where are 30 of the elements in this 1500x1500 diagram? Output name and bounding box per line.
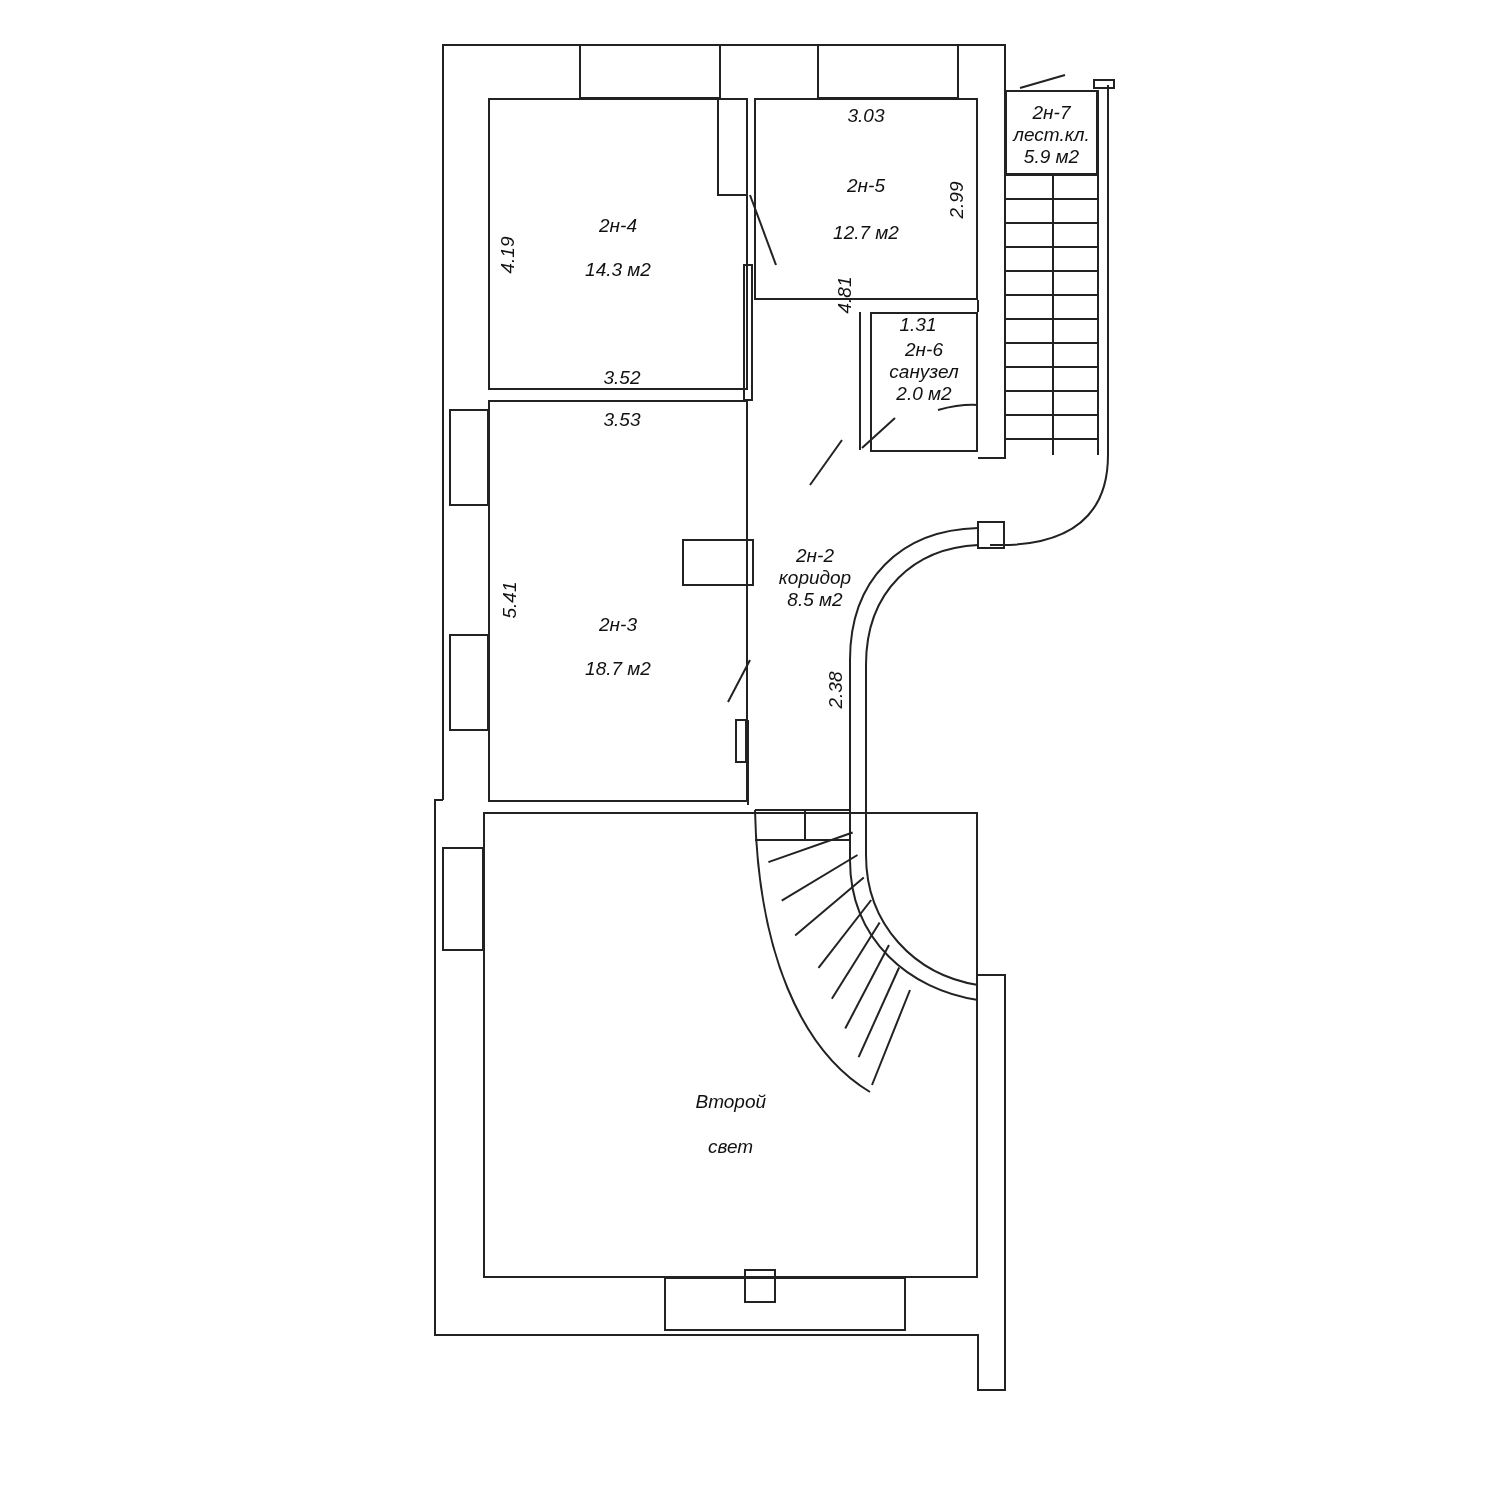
room-number: 2н-6: [905, 339, 943, 361]
room-name: санузел: [889, 361, 959, 383]
room-outline: [483, 812, 978, 1278]
room-outline: [870, 312, 978, 452]
room-outline: [488, 400, 748, 802]
room-number: 2н-5: [847, 175, 885, 197]
dimension-label: 4.81: [835, 276, 855, 314]
room-outline: [1005, 90, 1098, 175]
dimension-label: 3.03: [847, 106, 885, 126]
area-label: 5.9 м2: [1023, 146, 1080, 168]
room-number: 2н-4: [599, 215, 637, 237]
area-label: 18.7 м2: [585, 658, 651, 680]
dimension-label: 2.99: [947, 181, 967, 219]
dimension-label: 1.31: [899, 315, 937, 335]
dimension-label: 3.53: [603, 410, 641, 430]
room-name: Второй свет: [695, 1090, 766, 1159]
room-number: 2н-2: [796, 545, 834, 567]
dimension-label: 3.52: [603, 368, 641, 388]
area-label: 12.7 м2: [833, 222, 899, 244]
room-number: 2н-3: [599, 614, 637, 636]
dimension-label: 5.41: [500, 581, 520, 619]
area-label: 8.5 м2: [787, 589, 843, 611]
dimension-label: 2.38: [826, 671, 846, 709]
room-name: коридор: [778, 567, 852, 589]
room-number: 2н-7: [1032, 102, 1071, 124]
room-name: лест.кл.: [1013, 124, 1090, 146]
room-outline: [488, 98, 748, 390]
area-label: 2.0 м2: [896, 383, 952, 405]
area-label: 14.3 м2: [585, 259, 651, 281]
dimension-label: 4.19: [498, 236, 518, 274]
